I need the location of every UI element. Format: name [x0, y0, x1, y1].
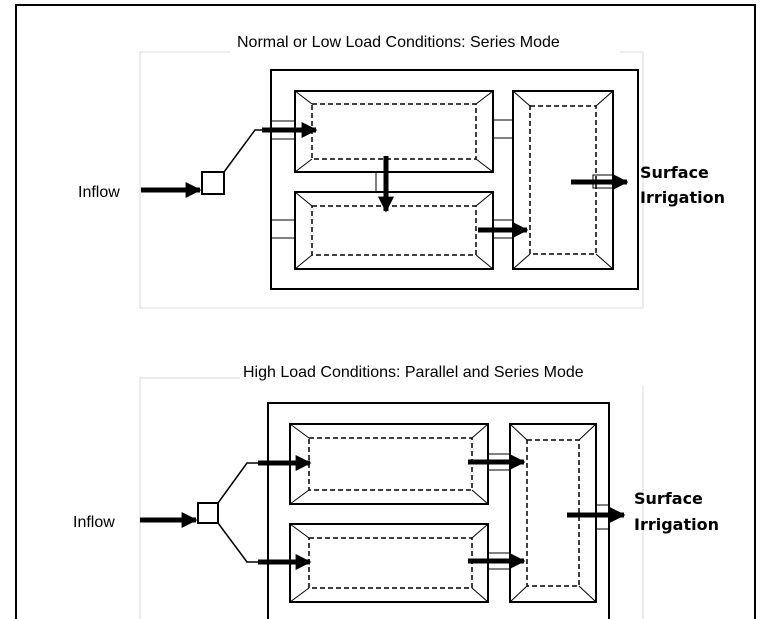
treatment-cell-1 — [289, 423, 489, 505]
diagram-panel — [139, 377, 644, 619]
series-mode-diagram: Normal or Low Load Conditions: Series Mo… — [78, 34, 725, 309]
pipe-ports — [270, 119, 614, 239]
treatment-cell-2 — [294, 191, 494, 270]
treatment-cell-1 — [294, 90, 494, 173]
inflow-label: Inflow — [73, 514, 115, 531]
feed-line — [223, 129, 268, 173]
splitter-box — [197, 502, 219, 524]
treatment-basin-outline — [270, 69, 639, 290]
title-backdrop — [230, 40, 620, 62]
splitter-box — [201, 171, 225, 195]
irrigation-label: Irrigation — [634, 515, 719, 534]
surface-label: Surface — [640, 163, 709, 182]
treatment-cell-2 — [289, 523, 489, 603]
title-backdrop — [240, 364, 650, 386]
parallel-series-mode-diagram: High Load Conditions: Parallel and Serie… — [73, 364, 719, 619]
page-border — [15, 4, 756, 619]
pipe-ports — [487, 453, 610, 570]
feed-line-lower — [217, 522, 264, 563]
inflow-label: Inflow — [78, 184, 120, 201]
irrigation-label: Irrigation — [640, 188, 725, 207]
diagram-title: High Load Conditions: Parallel and Serie… — [243, 364, 584, 381]
feed-line-upper — [217, 462, 264, 504]
diagram-title: Normal or Low Load Conditions: Series Mo… — [237, 34, 560, 51]
surface-label: Surface — [634, 489, 703, 508]
